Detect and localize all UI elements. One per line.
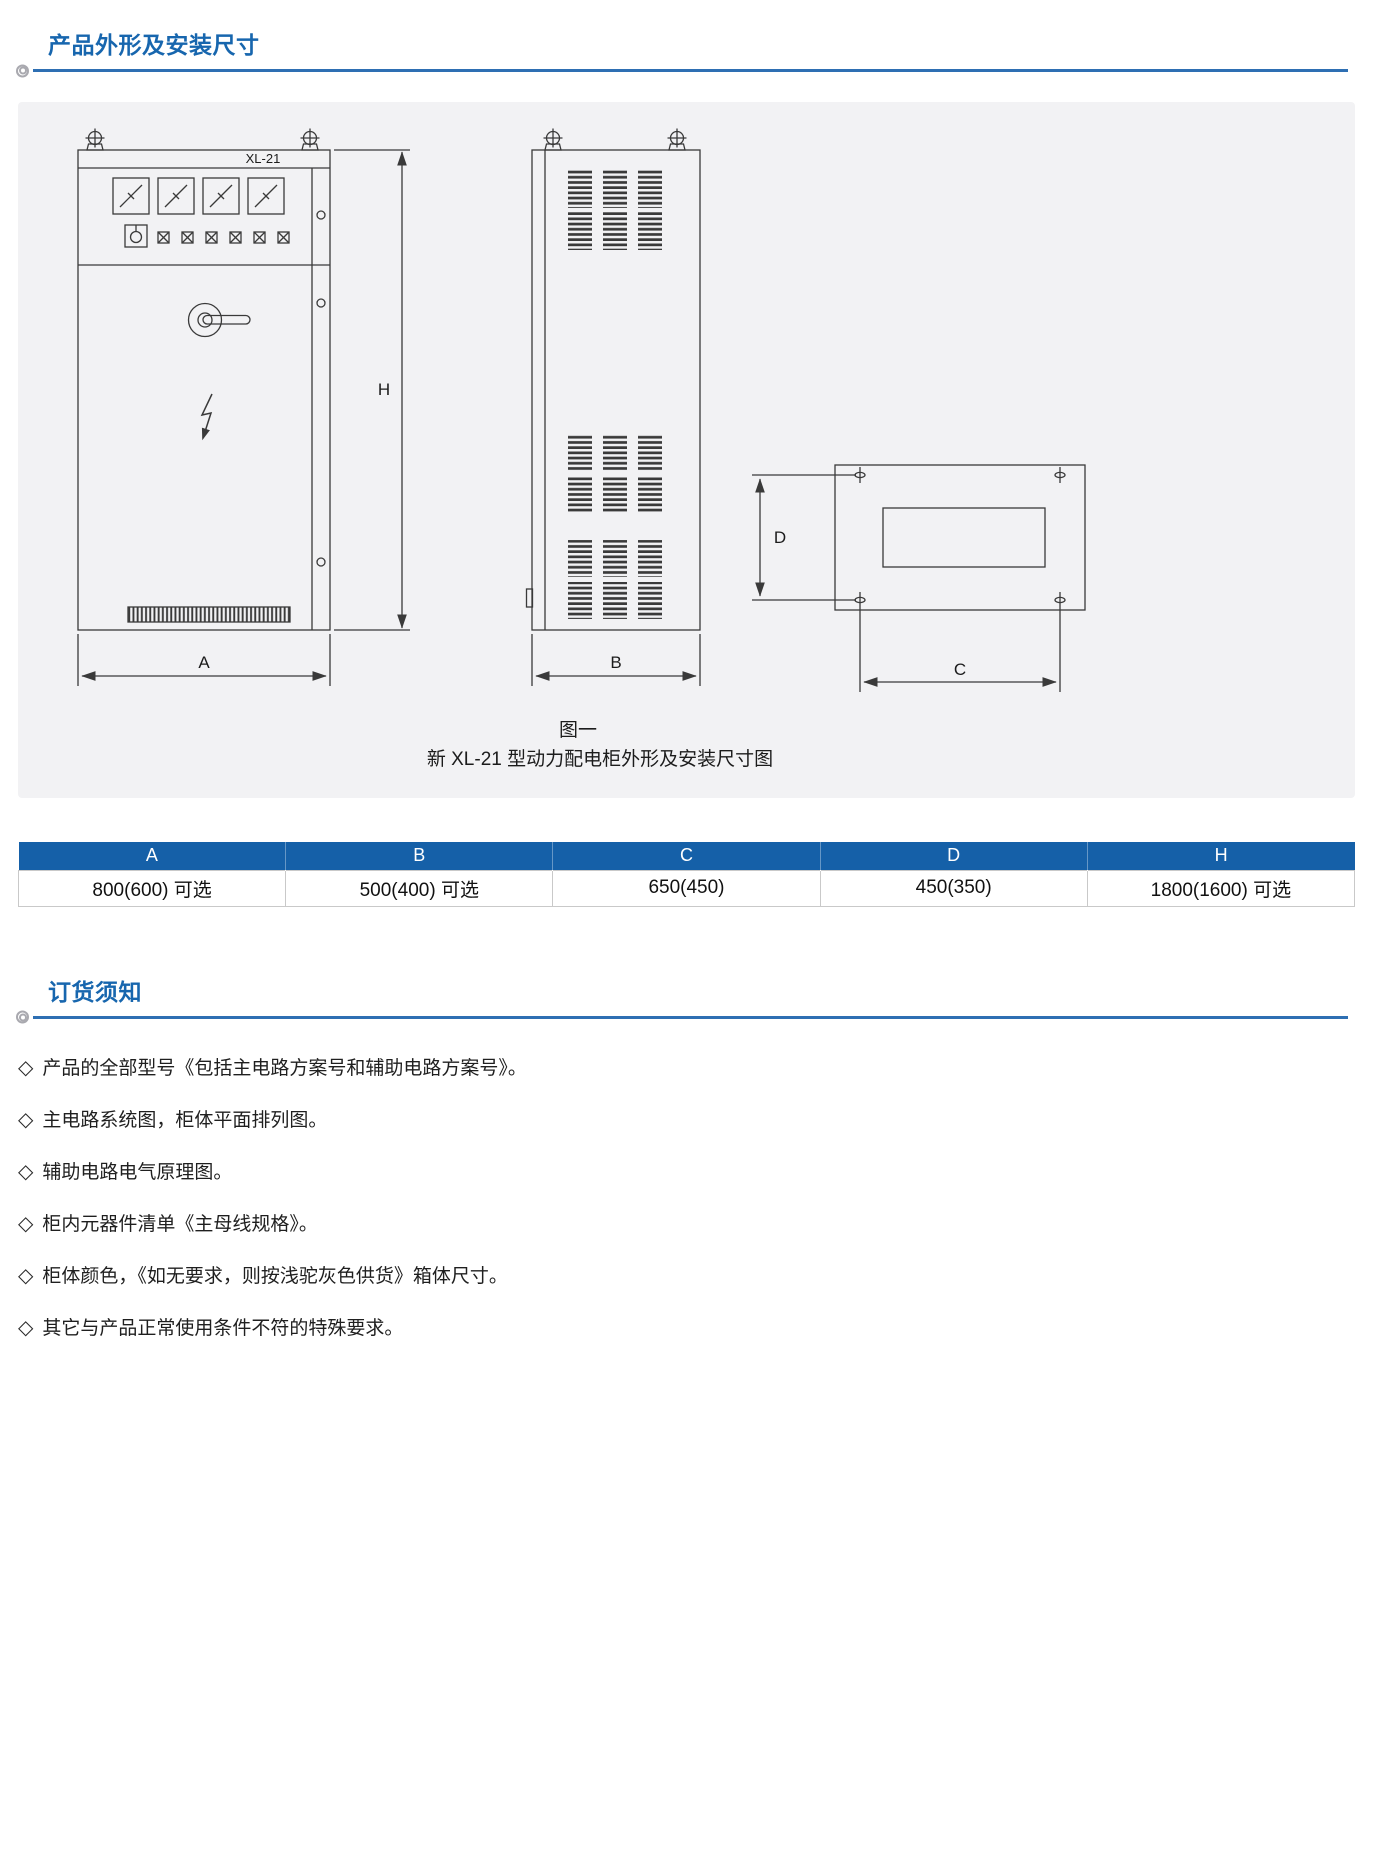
dim-label-h: H — [378, 380, 390, 399]
ordering-notes-list: ◇ 产品的全部型号《包括主电路方案号和辅助电路方案号》。 ◇ 主电路系统图，柜体平面… — [18, 1053, 1373, 1340]
hinge-knob — [316, 210, 326, 220]
dim-value-b: 500(400) 可选 — [285, 869, 554, 907]
bottom-grille — [127, 606, 291, 623]
dimension-c — [859, 608, 1061, 692]
diamond-bullet-icon: ◇ — [18, 1160, 34, 1183]
col-header-d: D — [820, 842, 1088, 870]
dim-label-b: B — [610, 653, 621, 672]
table-header-row: A B C D H — [18, 842, 1355, 870]
col-header-c: C — [552, 842, 821, 870]
section-title-dimensions: 产品外形及安装尺寸 — [48, 32, 260, 58]
dim-label-c: C — [954, 660, 966, 679]
front-view — [77, 127, 331, 631]
diamond-bullet-icon: ◇ — [18, 1108, 34, 1131]
cable-opening — [882, 507, 1046, 568]
diamond-bullet-icon: ◇ — [18, 1056, 34, 1079]
double-circle-icon — [16, 64, 29, 77]
cabinet-side-outline — [531, 149, 701, 631]
dim-label-a: A — [198, 653, 210, 672]
dimension-d — [752, 474, 856, 601]
cabinet-model-label: XL-21 — [246, 151, 281, 166]
note-item: ◇ 辅助电路电气原理图。 — [18, 1157, 1373, 1184]
note-text: 柜体颜色，《如无要求，则按浅驼灰色供货》箱体尺寸。 — [42, 1265, 508, 1287]
switch-row — [157, 231, 290, 244]
section-title-ordering: 订货须知 — [48, 978, 142, 1005]
dim-value-d: 450(350) — [819, 869, 1088, 907]
note-text: 柜内元器件清单《主母线规格》。 — [42, 1213, 318, 1235]
col-header-h: H — [1087, 842, 1355, 870]
panel-meters — [112, 177, 285, 215]
note-item: ◇ 主电路系统图，柜体平面排列图。 — [18, 1105, 1373, 1132]
top-view — [834, 464, 1086, 611]
hinge-knob — [316, 298, 326, 308]
installation-drawing: XL-21 H A B D C 图一 新 XL-21 型动力配电柜外形及安装尺寸… — [77, 127, 1086, 770]
catalog-page: 产品外形及安装尺寸 — [0, 26, 1373, 1340]
mounting-bolt-icon — [1054, 592, 1066, 608]
lifting-eye-icon — [84, 127, 106, 151]
dim-label-d: D — [774, 528, 786, 547]
lifting-eye-icon — [666, 127, 688, 151]
mounting-bolt-icon — [854, 467, 866, 483]
dimension-table: A B C D H 800(600) 可选 500(400) 可选 650(45… — [17, 842, 1356, 907]
lifting-eye-icon — [542, 127, 564, 151]
note-text: 产品的全部型号《包括主电路方案号和辅助电路方案号》。 — [42, 1057, 527, 1079]
section-header-dimensions: 产品外形及安装尺寸 — [0, 26, 1373, 77]
cabinet-outline — [77, 149, 331, 631]
double-circle-icon — [16, 1010, 29, 1024]
figure-caption: 新 XL-21 型动力配电柜外形及安装尺寸图 — [427, 748, 773, 770]
note-item: ◇ 其它与产品正常使用条件不符的特殊要求。 — [18, 1313, 1373, 1340]
hinge-knob — [316, 557, 326, 567]
note-item: ◇ 柜体颜色，《如无要求，则按浅驼灰色供货》箱体尺寸。 — [18, 1261, 1373, 1288]
dimension-b — [531, 634, 701, 686]
diamond-bullet-icon: ◇ — [18, 1212, 34, 1235]
col-header-b: B — [285, 842, 554, 870]
dim-value-h: 1800(1600) 可选 — [1086, 869, 1356, 907]
table-value-row: 800(600) 可选 500(400) 可选 650(450) 450(350… — [17, 869, 1356, 907]
note-item: ◇ 产品的全部型号《包括主电路方案号和辅助电路方案号》。 — [18, 1053, 1373, 1080]
section-divider — [16, 1010, 1348, 1024]
dimension-a — [77, 634, 331, 686]
mounting-bolt-icon — [1054, 467, 1066, 483]
indicator-lamp-icon — [124, 224, 148, 248]
note-item: ◇ 柜内元器件清单《主母线规格》。 — [18, 1209, 1373, 1236]
section-divider — [16, 64, 1348, 77]
hazard-bolt-icon — [200, 393, 213, 441]
section-header-ordering: 订货须知 — [0, 973, 1373, 1024]
note-text: 其它与产品正常使用条件不符的特殊要求。 — [42, 1317, 404, 1339]
vent-grid — [568, 170, 662, 619]
note-text: 辅助电路电气原理图。 — [42, 1161, 233, 1183]
diamond-bullet-icon: ◇ — [18, 1264, 34, 1287]
note-text: 主电路系统图，柜体平面排列图。 — [42, 1109, 328, 1131]
drawing-panel: XL-21 H A B D C 图一 新 XL-21 型动力配电柜外形及安装尺寸… — [18, 102, 1355, 798]
diamond-bullet-icon: ◇ — [18, 1316, 34, 1339]
dimension-h — [334, 149, 410, 631]
mounting-bolt-icon — [854, 592, 866, 608]
side-view — [525, 127, 701, 631]
figure-number: 图一 — [559, 720, 597, 741]
dim-value-a: 800(600) 可选 — [17, 869, 287, 907]
col-header-a: A — [18, 842, 287, 870]
dim-value-c: 650(450) — [552, 869, 821, 907]
base-outline — [834, 464, 1086, 611]
door-handle — [187, 302, 251, 338]
lifting-eye-icon — [299, 127, 321, 151]
